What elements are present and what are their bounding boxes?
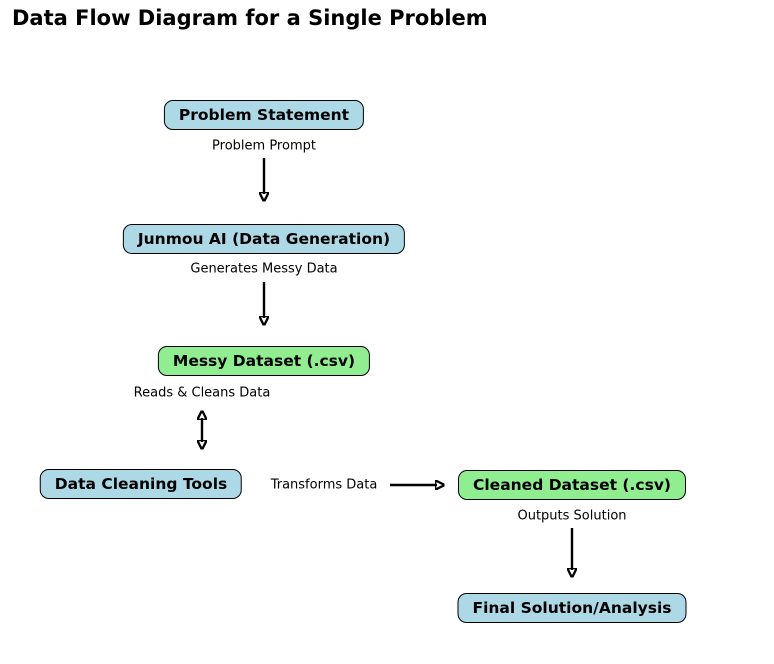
edge-label-transforms-data: Transforms Data — [270, 477, 378, 493]
node-data-cleaning-tools: Data Cleaning Tools — [39, 469, 243, 499]
node-cleaned-dataset-label: Cleaned Dataset (.csv) — [472, 476, 672, 494]
node-final-solution-label: Final Solution/Analysis — [472, 599, 672, 617]
node-problem-statement-label: Problem Statement — [178, 106, 350, 124]
node-messy-dataset-label: Messy Dataset (.csv) — [172, 352, 356, 370]
diagram-title: Data Flow Diagram for a Single Problem — [12, 6, 488, 30]
edge-label-problem-prompt: Problem Prompt — [212, 138, 316, 154]
node-data-cleaning-tools-label: Data Cleaning Tools — [54, 475, 228, 493]
node-messy-dataset: Messy Dataset (.csv) — [157, 346, 371, 376]
node-final-solution: Final Solution/Analysis — [457, 593, 687, 623]
node-problem-statement: Problem Statement — [163, 100, 365, 130]
edge-label-outputs-solution: Outputs Solution — [517, 508, 627, 524]
node-junmou-ai-label: Junmou AI (Data Generation) — [137, 230, 391, 248]
node-cleaned-dataset: Cleaned Dataset (.csv) — [457, 470, 687, 500]
edge-label-reads-cleans-data: Reads & Cleans Data — [133, 385, 271, 401]
edge-label-generates-messy-data: Generates Messy Data — [190, 261, 338, 277]
node-junmou-ai: Junmou AI (Data Generation) — [122, 224, 406, 254]
